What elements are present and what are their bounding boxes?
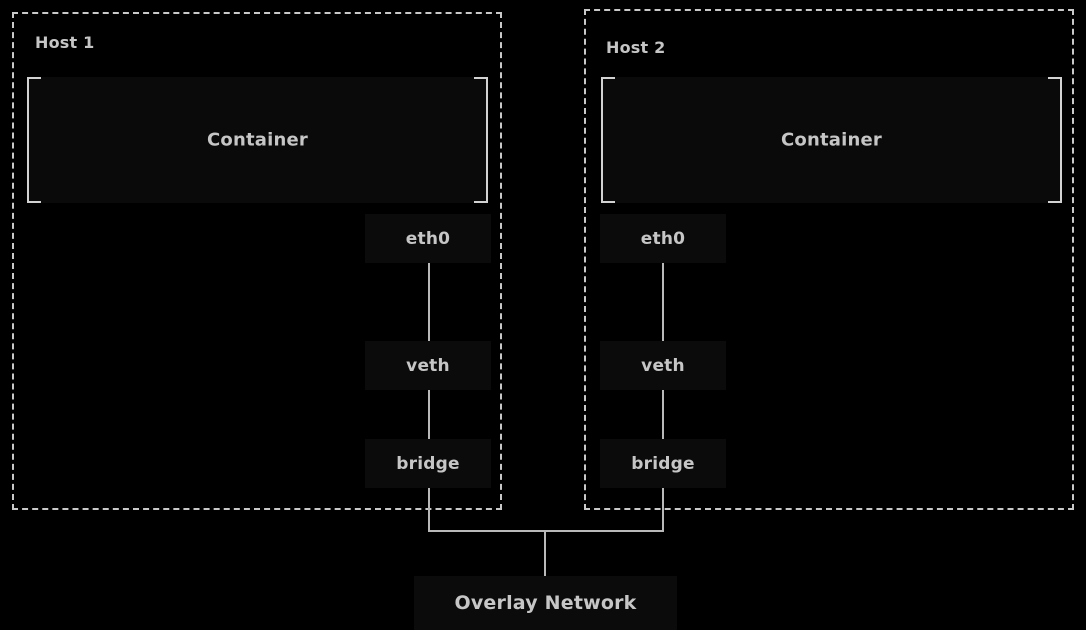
host-1-veth-box[interactable]: veth [365, 341, 491, 390]
host-1-bridge-label: bridge [396, 453, 460, 474]
host-1-label: Host 1 [35, 33, 95, 52]
host-2-label: Host 2 [606, 38, 666, 57]
host-2-eth0-label: eth0 [640, 228, 686, 249]
edge-overlay-trunk [544, 530, 546, 576]
host-2-veth-label: veth [641, 355, 685, 376]
host-1-eth0-label: eth0 [405, 228, 451, 249]
host-1-edge-eth0-veth [428, 263, 430, 341]
host-2-edge-veth-bridge [662, 390, 664, 439]
bracket-right [474, 77, 488, 203]
edge-overlay-bus [428, 530, 664, 532]
host-group-2 [584, 9, 1074, 510]
host-1-container-label: Container [206, 129, 308, 151]
host-1-edge-veth-bridge [428, 390, 430, 439]
host-1-container-box[interactable]: Container [27, 77, 488, 203]
host-2-container-box[interactable]: Container [601, 77, 1062, 203]
host-2-container-label: Container [780, 129, 882, 151]
bracket-right [1048, 77, 1062, 203]
bracket-left [601, 77, 615, 203]
edge-host-1-bridge-down [428, 488, 430, 532]
host-2-bridge-box[interactable]: bridge [600, 439, 726, 488]
bracket-left [27, 77, 41, 203]
host-group-1 [12, 12, 502, 510]
overlay-network-label: Overlay Network [454, 592, 637, 614]
host-2-veth-box[interactable]: veth [600, 341, 726, 390]
host-1-bridge-box[interactable]: bridge [365, 439, 491, 488]
host-2-eth0-box[interactable]: eth0 [600, 214, 726, 263]
host-2-bridge-label: bridge [631, 453, 695, 474]
host-1-veth-label: veth [406, 355, 450, 376]
host-1-eth0-box[interactable]: eth0 [365, 214, 491, 263]
host-2-edge-eth0-veth [662, 263, 664, 341]
overlay-network-box[interactable]: Overlay Network [414, 576, 677, 630]
edge-host-2-bridge-down [662, 488, 664, 532]
